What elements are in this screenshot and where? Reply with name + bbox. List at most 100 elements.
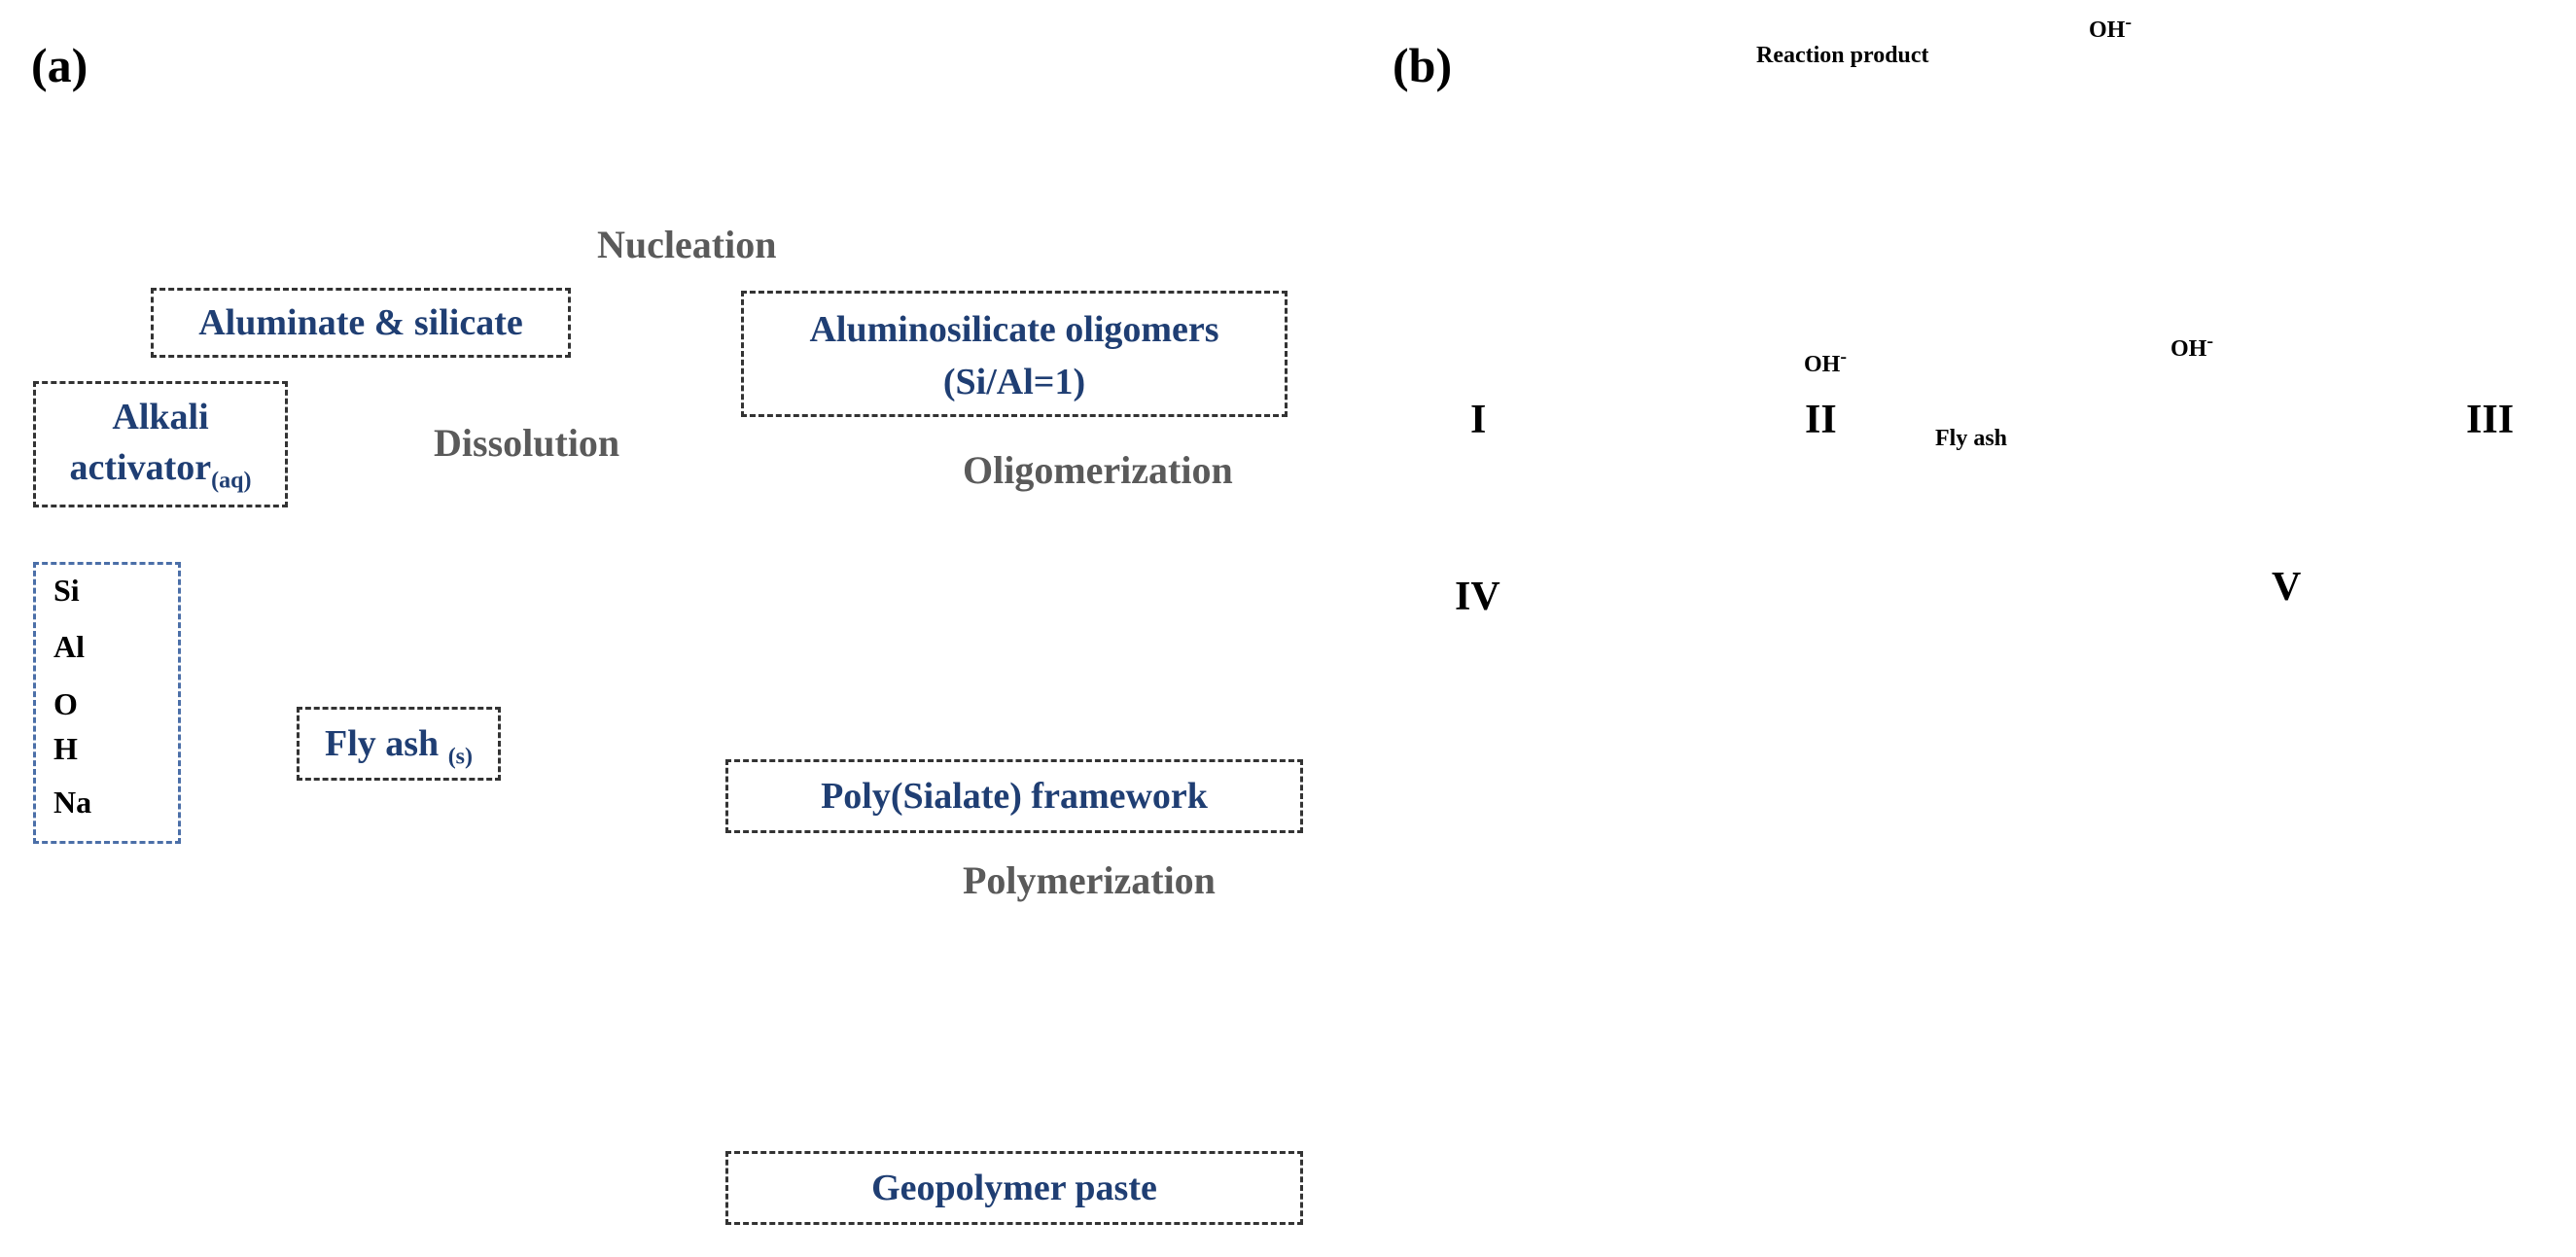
atom-h bbox=[1051, 615, 1060, 624]
bond bbox=[241, 169, 253, 194]
atom-h bbox=[1061, 640, 1069, 648]
atom-h bbox=[1018, 593, 1027, 602]
oh-label-top-text: OH bbox=[2089, 17, 2126, 43]
bond bbox=[1165, 611, 1177, 637]
atom-o bbox=[311, 560, 327, 576]
atom-si bbox=[529, 553, 550, 575]
atom-h bbox=[900, 1067, 908, 1076]
atom-o bbox=[1101, 663, 1116, 679]
bond bbox=[1123, 1087, 1148, 1102]
atom-si bbox=[1156, 602, 1178, 623]
atom-h bbox=[443, 601, 451, 610]
bond bbox=[1064, 679, 1089, 694]
atom-h bbox=[881, 985, 889, 994]
atom-h bbox=[429, 129, 438, 138]
bond bbox=[495, 115, 526, 133]
bond bbox=[1055, 1024, 1080, 1039]
atom-o bbox=[1175, 961, 1190, 977]
atom-h bbox=[355, 659, 364, 668]
atom-h bbox=[930, 659, 937, 668]
bond bbox=[1116, 125, 1128, 151]
atom-h bbox=[730, 995, 739, 1003]
atom-h bbox=[1251, 941, 1258, 950]
bond bbox=[374, 120, 400, 135]
atom-h bbox=[1284, 995, 1292, 1003]
atom-o bbox=[848, 1056, 864, 1071]
atom-o bbox=[955, 949, 970, 964]
atom-h bbox=[1196, 202, 1205, 211]
atom-o bbox=[478, 147, 494, 162]
atom-h bbox=[814, 1137, 823, 1146]
atom-o bbox=[920, 1112, 935, 1128]
atom-h bbox=[896, 1063, 904, 1071]
oh-label-top: OH- bbox=[2089, 12, 2132, 44]
atom-si bbox=[398, 519, 419, 541]
bond bbox=[280, 96, 292, 122]
atom-h bbox=[871, 76, 879, 85]
atom-h bbox=[1168, 970, 1177, 979]
atom-h bbox=[406, 151, 414, 159]
bond bbox=[1025, 669, 1066, 682]
atom-h bbox=[779, 970, 788, 979]
bond bbox=[835, 1024, 886, 1052]
bond bbox=[1001, 1106, 1026, 1122]
bond bbox=[1064, 669, 1110, 682]
atom-h bbox=[380, 601, 388, 610]
bond bbox=[903, 1087, 954, 1110]
atom-h bbox=[940, 729, 949, 738]
bond bbox=[1321, 1049, 1332, 1074]
atom-o bbox=[453, 184, 469, 199]
atom-h bbox=[915, 1101, 924, 1110]
bond bbox=[446, 591, 487, 605]
bond bbox=[442, 115, 468, 130]
bond bbox=[909, 567, 935, 582]
atom-h bbox=[1095, 693, 1104, 702]
geopolymer-paste-label: Geopolymer paste bbox=[871, 1168, 1157, 1208]
atom-o bbox=[858, 949, 873, 964]
atom-h bbox=[428, 207, 437, 216]
atom-h bbox=[1285, 1063, 1293, 1071]
atom-h bbox=[361, 207, 370, 216]
atom-h bbox=[925, 995, 934, 1003]
bond bbox=[242, 168, 283, 192]
bond bbox=[373, 523, 409, 532]
atom-h bbox=[1109, 1038, 1117, 1047]
atom-o bbox=[243, 579, 259, 595]
bond bbox=[1127, 1048, 1152, 1064]
atom-o bbox=[848, 599, 864, 614]
atom-al bbox=[941, 1077, 965, 1100]
atom-h bbox=[1008, 1137, 1017, 1146]
atom-o bbox=[1081, 570, 1097, 585]
bond bbox=[1133, 980, 1158, 995]
atom-si bbox=[1147, 971, 1168, 993]
atom-h bbox=[1114, 86, 1122, 94]
bond bbox=[767, 956, 818, 984]
atom-o bbox=[1148, 684, 1164, 700]
bond bbox=[1094, 124, 1119, 140]
bond bbox=[1026, 1087, 1051, 1102]
atom-h bbox=[350, 217, 359, 226]
atom-na bbox=[1104, 593, 1133, 622]
atom-o bbox=[486, 195, 502, 211]
bond bbox=[937, 115, 963, 130]
atom-o bbox=[1089, 618, 1105, 634]
bond bbox=[1117, 124, 1153, 148]
atom-h bbox=[244, 110, 253, 119]
bond bbox=[718, 957, 729, 982]
atom-o bbox=[1323, 1065, 1338, 1081]
atom-o bbox=[1109, 973, 1124, 989]
atom-h bbox=[750, 1038, 759, 1047]
bond bbox=[1182, 956, 1207, 971]
bond bbox=[929, 1087, 954, 1102]
atom-h bbox=[769, 1121, 778, 1130]
small-particle bbox=[2030, 800, 2073, 843]
air-bubble bbox=[1843, 882, 1864, 903]
atom-o bbox=[416, 646, 432, 661]
atom-o bbox=[844, 121, 860, 136]
atom-si bbox=[1185, 1098, 1207, 1119]
bond bbox=[466, 115, 491, 130]
bond bbox=[1030, 1048, 1055, 1064]
atom-si bbox=[923, 1039, 944, 1061]
bond bbox=[890, 956, 915, 971]
framework-box: Poly(Sialate) framework bbox=[725, 759, 1303, 833]
